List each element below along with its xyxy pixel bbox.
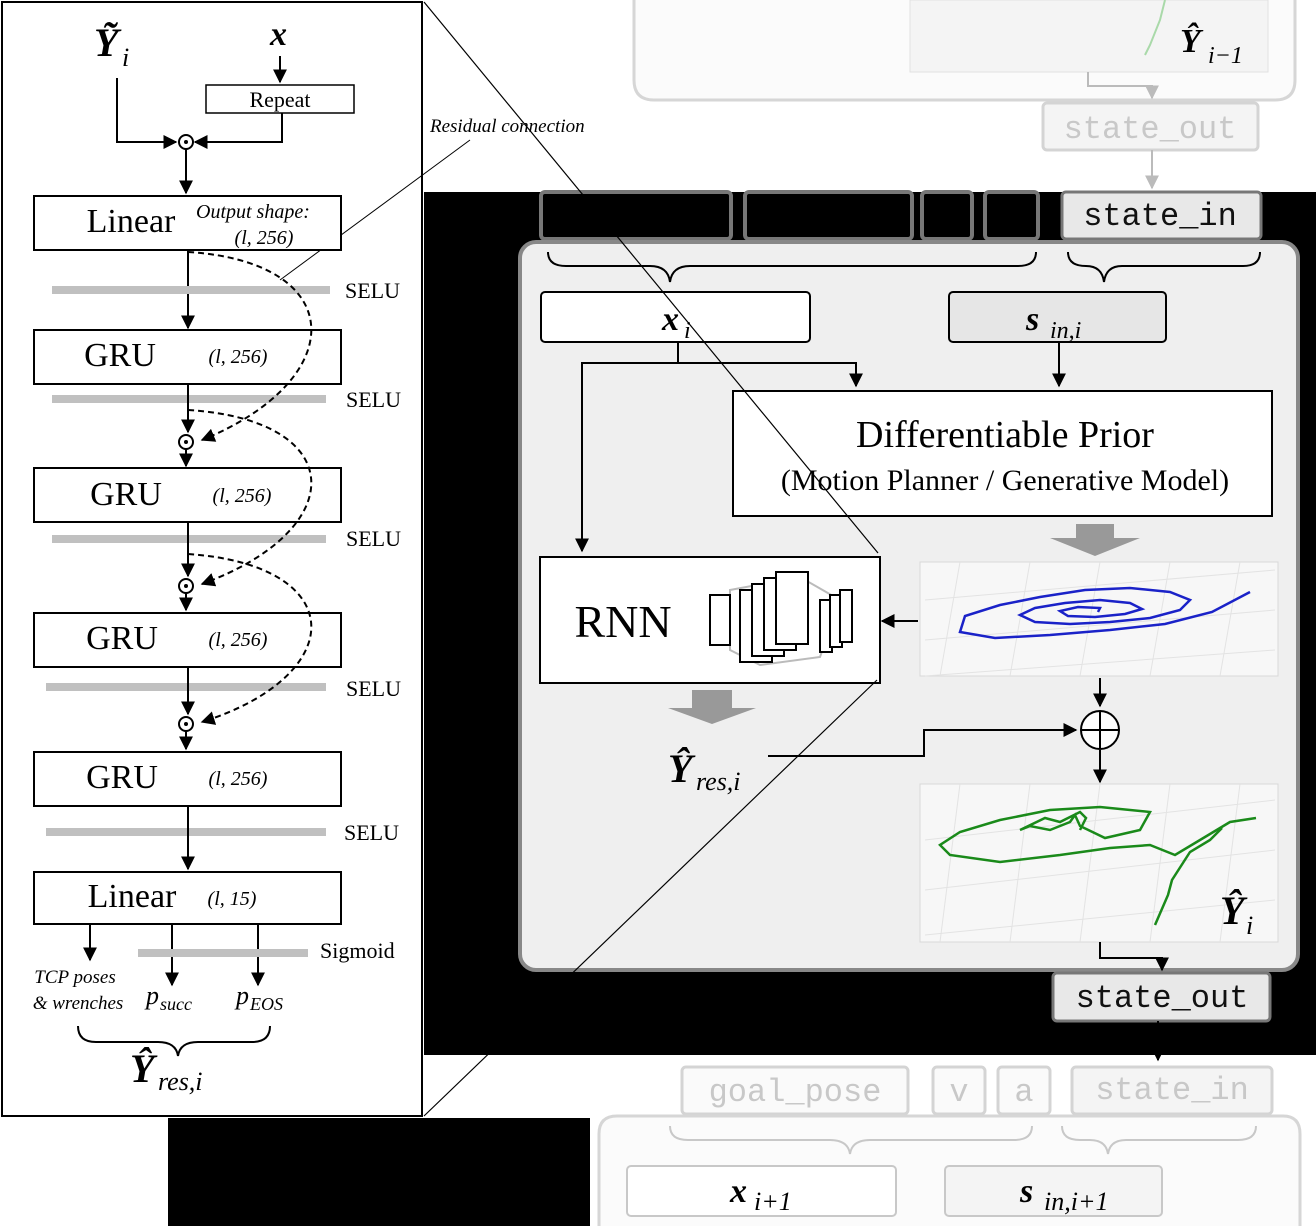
outputs-brace — [77, 1025, 271, 1057]
activation-2: SELU — [346, 387, 401, 412]
activation-5: SELU — [344, 820, 399, 845]
gru-layer-1 — [33, 329, 342, 385]
x-i-sub: i — [684, 318, 691, 344]
y-res-sub: res,i — [696, 767, 741, 796]
layer-3-shape: (l, 256) — [213, 485, 272, 507]
activation-3: SELU — [346, 526, 401, 551]
x-next-sub: i+1 — [754, 1187, 792, 1216]
output-shape-label: Output shape: — [196, 201, 310, 223]
layer-5-shape: (l, 256) — [209, 768, 268, 790]
input-token-2 — [743, 190, 914, 241]
y-prev-label: Ŷ — [1180, 22, 1204, 60]
residual-arc-3 — [187, 553, 313, 725]
output-trajectory-plot — [919, 783, 1279, 943]
residual-arc-1 — [187, 251, 313, 442]
x-i-label: x — [661, 301, 679, 338]
previous-step-block: Ŷ i−1 state_out — [632, 0, 1297, 190]
gru-layer-4 — [33, 751, 342, 807]
layer-6-name: Linear — [88, 878, 177, 915]
layer-2-name: GRU — [84, 337, 156, 374]
x-brace — [547, 251, 1037, 283]
layer-3-name: GRU — [90, 476, 162, 513]
layer-4-shape: (l, 256) — [209, 629, 268, 651]
activation-4: SELU — [346, 676, 401, 701]
concat-operator-icon-2 — [178, 578, 194, 594]
y-res-left-sub: res,i — [158, 1067, 203, 1096]
activation-1: SELU — [345, 278, 400, 303]
rnn-output-arrow — [668, 690, 756, 724]
prior-output-arrow — [1050, 524, 1140, 556]
layer-1-shape: (l, 256) — [235, 227, 294, 249]
linear-layer-1 — [33, 195, 342, 251]
p-succ-label: p — [144, 981, 159, 1010]
x-to-rnn-arrow — [575, 362, 678, 553]
current-step-block: state_in x i s in,i Differentiable Prior… — [518, 190, 1300, 1062]
prior-subtitle: (Motion Planner / Generative Model) — [781, 464, 1229, 497]
activation-6: Sigmoid — [320, 938, 395, 963]
y-out-label: Ŷ — [1220, 888, 1248, 933]
linear-layer-2 — [33, 871, 342, 925]
next-step-block: goal_pose v a state_in x i+1 s in,i+1 — [597, 1065, 1302, 1226]
tcp-label-line2: & wrenches — [33, 993, 124, 1014]
a-label: a — [1014, 1074, 1033, 1111]
y-res-label: Ŷ — [668, 746, 696, 791]
concat-operator-icon-1 — [178, 434, 194, 450]
prior-title: Differentiable Prior — [856, 414, 1154, 456]
input-token-4 — [983, 190, 1040, 241]
rnn-icon — [709, 571, 853, 667]
input-y-sub: i — [122, 43, 129, 72]
zoom-lines — [423, 1, 879, 1117]
s-in-sub: in,i — [1050, 318, 1081, 344]
s-brace — [1067, 251, 1261, 283]
state-out-top-label: state_out — [1064, 111, 1237, 148]
sum-operator-icon — [1080, 710, 1120, 750]
x-i-box — [540, 291, 811, 343]
s-in-label: s — [1025, 301, 1039, 338]
repeat-label: Repeat — [249, 87, 310, 112]
network-detail-panel: Ỹ i x Repeat Residual connection Linear … — [1, 1, 585, 1117]
concat-operator-icon-0 — [178, 134, 194, 150]
residual-arrow — [768, 723, 1078, 757]
x-next-label: x — [729, 1173, 747, 1210]
rnn-label: RNN — [574, 596, 671, 647]
repeat-box — [205, 84, 355, 114]
prior-trajectory-plot — [919, 561, 1279, 677]
y-out-sub: i — [1246, 911, 1253, 940]
output-to-state-arrow — [1099, 942, 1169, 972]
tcp-label-line1: TCP poses — [34, 967, 115, 988]
state-in-box — [1060, 190, 1263, 241]
residual-arc-2 — [187, 409, 313, 587]
goal-pose-label: goal_pose — [709, 1074, 882, 1111]
y-prev-sub: i−1 — [1208, 43, 1243, 69]
state-in-label: state_in — [1083, 198, 1237, 235]
p-eos-sub: EOS — [249, 994, 283, 1014]
input-x-label: x — [269, 16, 287, 53]
state-in-next-label: state_in — [1095, 1072, 1249, 1109]
x-to-prior-arrow — [677, 342, 863, 388]
p-succ-sub: succ — [160, 994, 192, 1014]
s-next-sub: in,i+1 — [1044, 1187, 1109, 1216]
layer-2-shape: (l, 256) — [209, 346, 268, 368]
state-out-box — [1051, 971, 1272, 1023]
gru-layer-2 — [33, 467, 342, 523]
input-token-3 — [920, 190, 974, 241]
p-eos-label: p — [234, 981, 249, 1010]
input-y-label: Ỹ — [94, 20, 122, 65]
concat-operator-icon-3 — [178, 716, 194, 732]
differentiable-prior-box — [732, 390, 1273, 517]
state-out-label: state_out — [1076, 980, 1249, 1017]
s-next-label: s — [1019, 1173, 1033, 1210]
layer-6-shape: (l, 15) — [208, 888, 257, 910]
layer-1-name: Linear — [87, 203, 176, 240]
input-token-1 — [539, 190, 733, 241]
v-label: v — [949, 1074, 968, 1111]
y-res-left-label: Ŷ — [130, 1046, 158, 1091]
s-in-box — [948, 291, 1167, 343]
gru-layer-3 — [33, 612, 342, 668]
layer-4-name: GRU — [86, 620, 158, 657]
layer-5-name: GRU — [86, 759, 158, 796]
residual-connection-label: Residual connection — [429, 116, 585, 137]
